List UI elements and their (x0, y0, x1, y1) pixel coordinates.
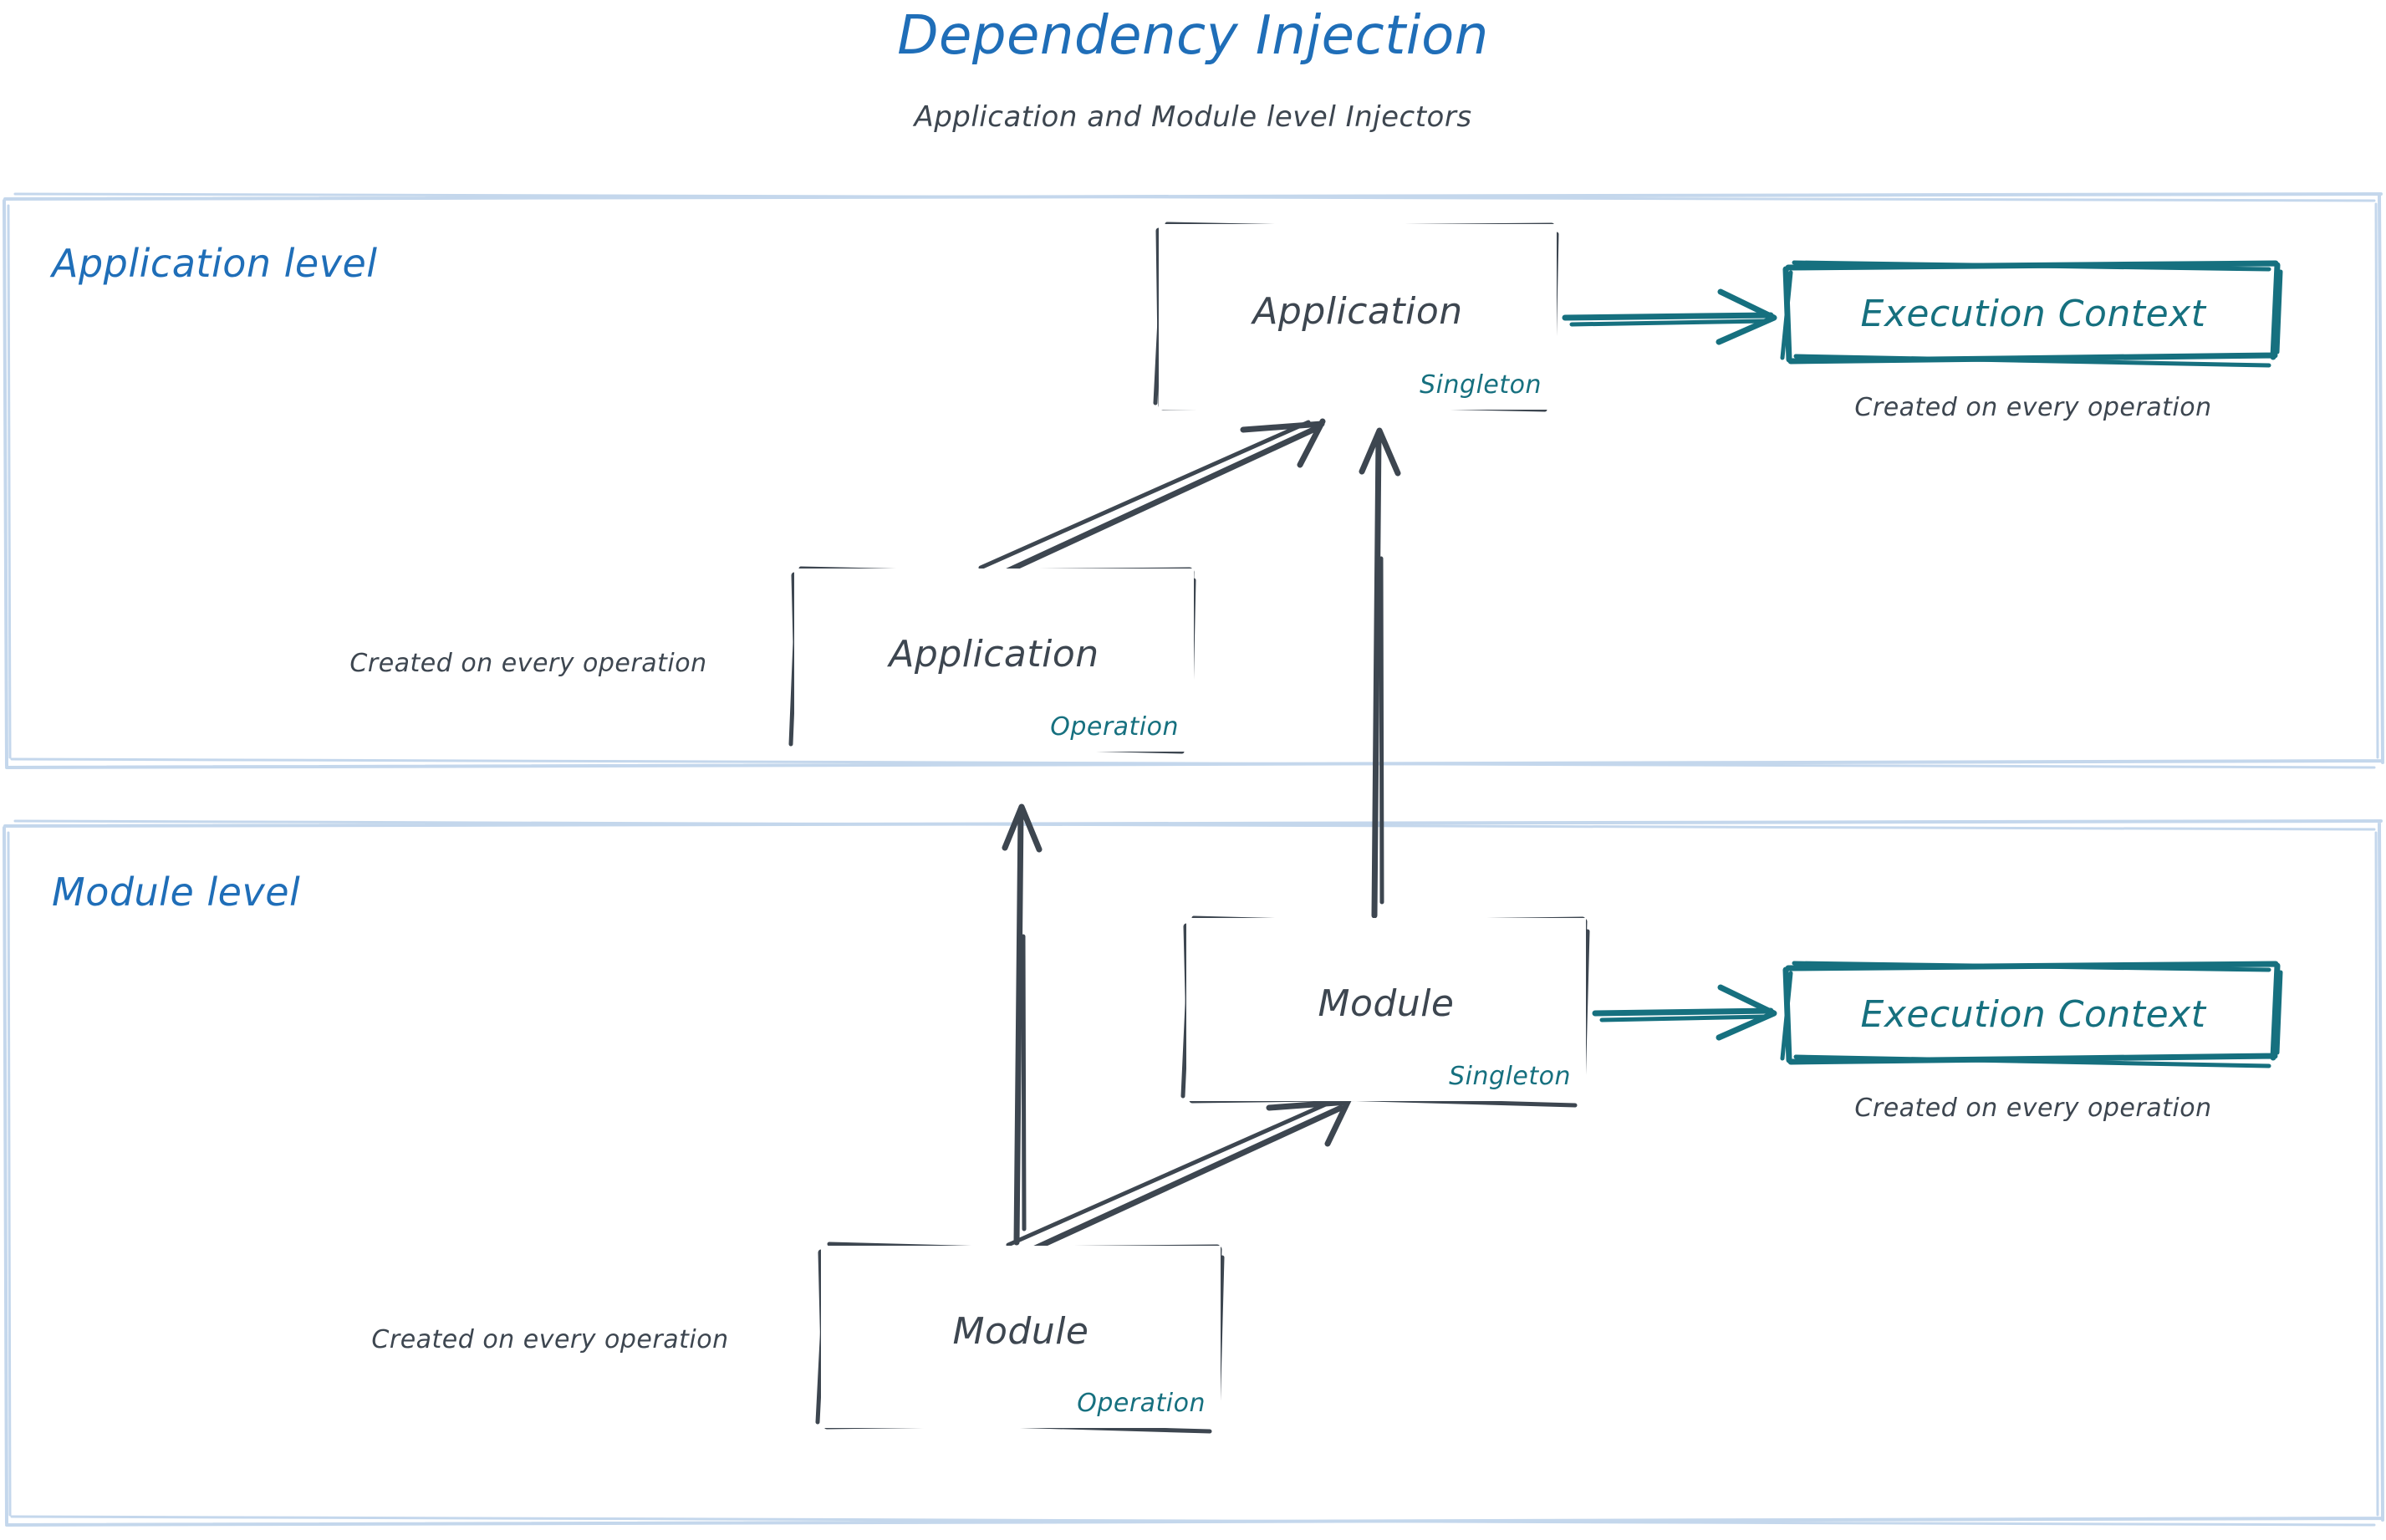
edge-app-operation-to-app-singleton (978, 418, 1326, 584)
edge-module-operation-to-application-level (1002, 803, 1043, 1246)
node-application-operation-scope: Operation (1050, 712, 1179, 742)
execution-context-module-caption: Created on every operation (1854, 1094, 2212, 1123)
node-application-operation-body: Application (794, 569, 1194, 752)
node-module-operation-title: Module (952, 1309, 1089, 1353)
application-operation-caption: Created on every operation (349, 649, 707, 678)
execution-context-module-body: Execution Context (1786, 962, 2281, 1066)
node-module-singleton-title: Module (1318, 982, 1455, 1025)
node-application-operation-scope-wrap: Operation (1050, 712, 1179, 742)
execution-context-application-caption: Created on every operation (1854, 393, 2212, 422)
node-module-operation-scope: Operation (1077, 1389, 1206, 1418)
edge-module-singleton-to-app-singleton (1359, 427, 1401, 919)
node-module-singleton-scope-wrap: Singleton (1449, 1062, 1571, 1091)
module-level-label: Module level (52, 869, 301, 915)
edge-app-singleton-to-exec-ctx (1562, 288, 1777, 345)
node-application-operation-title: Application (889, 633, 1099, 676)
execution-context-application-label: Execution Context (1860, 292, 2206, 335)
edge-module-operation-to-module-singleton (1006, 1097, 1352, 1262)
node-application-singleton-title: Application (1252, 289, 1463, 333)
execution-context-module-label: Execution Context (1860, 992, 2206, 1036)
execution-context-application-body: Execution Context (1786, 262, 2281, 365)
node-execution-context-application[interactable]: Execution Context (1786, 262, 2281, 365)
node-module-singleton[interactable]: Module Singleton (1186, 918, 1586, 1101)
node-application-singleton-body: Application (1159, 224, 1557, 410)
node-application-singleton-scope-wrap: Singleton (1420, 370, 1542, 400)
node-module-operation[interactable]: Module Operation (821, 1246, 1221, 1428)
node-module-singleton-body: Module (1186, 918, 1586, 1101)
node-application-singleton[interactable]: Application Singleton (1159, 224, 1557, 410)
edge-module-singleton-to-exec-ctx (1592, 984, 1777, 1041)
node-module-operation-body: Module (821, 1246, 1221, 1428)
application-level-label: Application level (52, 241, 378, 286)
node-module-operation-scope-wrap: Operation (1077, 1389, 1206, 1418)
node-execution-context-module[interactable]: Execution Context (1786, 962, 2281, 1066)
node-application-operation[interactable]: Application Operation (794, 569, 1194, 752)
page-title: Dependency Injection (897, 5, 1489, 67)
page-subtitle: Application and Module level Injectors (914, 100, 1472, 134)
node-module-singleton-scope: Singleton (1449, 1062, 1571, 1091)
node-application-singleton-scope: Singleton (1420, 370, 1542, 400)
module-operation-caption: Created on every operation (371, 1325, 729, 1354)
